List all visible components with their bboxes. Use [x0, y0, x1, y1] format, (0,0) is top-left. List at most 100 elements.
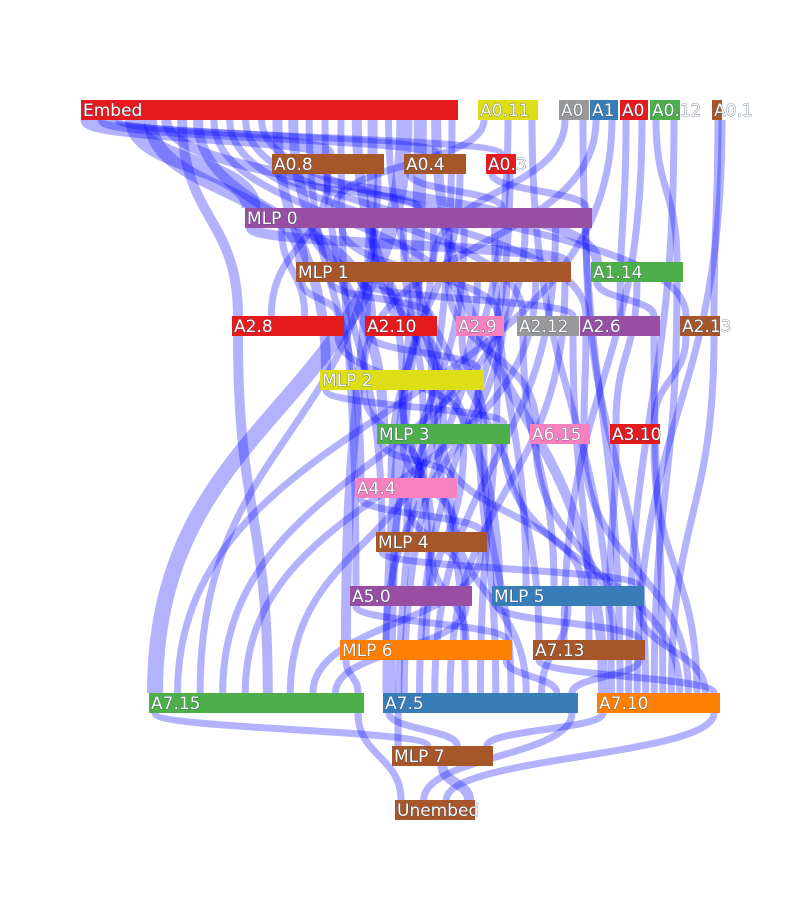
node-bar[interactable]	[340, 640, 512, 660]
node-bar[interactable]	[395, 800, 475, 820]
node-label: A1	[592, 101, 614, 121]
node-label: Embed	[83, 101, 142, 121]
node-a2_9[interactable]: A2.9	[456, 316, 504, 337]
node-label: MLP 0	[247, 209, 298, 229]
node-bar[interactable]	[350, 586, 472, 606]
node-bar[interactable]	[149, 693, 364, 713]
node-bar[interactable]	[530, 424, 590, 444]
node-a0_g[interactable]: A0	[559, 100, 589, 121]
node-a0_3[interactable]: A0.3	[486, 154, 527, 175]
link-a7_10-to-mlp7	[483, 711, 607, 748]
node-mlp1[interactable]: MLP 1	[296, 262, 571, 283]
link-embed-to-a1_14	[161, 118, 602, 264]
link-a3_10-to-mlp5	[606, 443, 620, 587]
link-a2_9-to-a7_5	[477, 335, 502, 694]
node-label: MLP 5	[494, 587, 545, 607]
node-bar[interactable]	[383, 693, 578, 713]
node-a0_1[interactable]: A0.1	[712, 100, 753, 121]
node-a0_11[interactable]: A0.11	[478, 100, 538, 121]
node-bar[interactable]	[533, 640, 645, 660]
node-mlp6[interactable]: MLP 6	[340, 640, 512, 661]
link-a0_12-to-a1_14	[652, 119, 681, 263]
link-embed-to-mlp1	[143, 119, 309, 263]
node-bar[interactable]	[296, 262, 571, 282]
node-a0_12[interactable]: A0.12	[650, 100, 702, 121]
node-bar[interactable]	[580, 316, 660, 336]
node-a7_5[interactable]: A7.5	[383, 693, 578, 714]
node-bar[interactable]	[377, 424, 510, 444]
node-bar[interactable]	[245, 208, 592, 228]
node-label: A7.15	[151, 694, 200, 714]
node-bar[interactable]	[456, 316, 504, 336]
node-a2_12[interactable]: A2.12	[517, 316, 579, 337]
node-mlp0[interactable]: MLP 0	[245, 208, 592, 229]
node-bar[interactable]	[392, 746, 493, 766]
node-mlp4[interactable]: MLP 4	[376, 532, 487, 553]
link-mlp5-to-a7_13	[494, 604, 643, 642]
node-bar[interactable]	[559, 100, 589, 120]
link-mlp0-to-a7_10	[582, 227, 650, 694]
node-bar[interactable]	[320, 370, 484, 390]
node-unembed[interactable]: Unembed	[395, 800, 480, 821]
link-embed-to-mlp0	[125, 118, 261, 210]
link-a0_r-to-a7_13	[560, 119, 646, 641]
node-mlp7[interactable]: MLP 7	[392, 746, 493, 767]
node-bar[interactable]	[680, 316, 720, 336]
node-a4_4[interactable]: A4.4	[355, 478, 457, 499]
link-mlp1-to-a2_8	[298, 281, 342, 317]
node-bar[interactable]	[272, 154, 384, 174]
node-bar[interactable]	[232, 316, 344, 336]
link-mlp0-to-mlp1	[246, 223, 570, 267]
node-a0_4[interactable]: A0.4	[404, 154, 466, 175]
node-bar[interactable]	[486, 154, 516, 174]
node-label: A7.10	[599, 694, 648, 714]
node-bar[interactable]	[517, 316, 579, 336]
node-bar[interactable]	[81, 100, 458, 120]
link-embed-to-a0_8	[80, 113, 335, 161]
node-a5_0[interactable]: A5.0	[350, 586, 472, 607]
node-a0_8[interactable]: A0.8	[272, 154, 384, 175]
node-embed[interactable]: Embed	[81, 100, 458, 121]
node-a2_6[interactable]: A2.6	[580, 316, 660, 337]
node-bar[interactable]	[355, 478, 457, 498]
node-bar[interactable]	[597, 693, 720, 713]
node-bar[interactable]	[650, 100, 680, 120]
node-bar[interactable]	[590, 100, 618, 120]
node-mlp3[interactable]: MLP 3	[377, 424, 510, 445]
link-a7_13-to-a7_10	[535, 657, 718, 696]
node-bar[interactable]	[478, 100, 538, 120]
node-a2_10[interactable]: A2.10	[365, 316, 437, 337]
node-a7_13[interactable]: A7.13	[533, 640, 645, 661]
node-a7_15[interactable]: A7.15	[149, 693, 364, 714]
node-mlp5[interactable]: MLP 5	[492, 586, 644, 607]
node-a7_10[interactable]: A7.10	[597, 693, 720, 714]
link-a1_14-to-a7_10	[650, 281, 681, 694]
node-bar[interactable]	[404, 154, 466, 174]
node-a1_14[interactable]: A1.14	[591, 262, 683, 283]
node-bar[interactable]	[492, 586, 644, 606]
node-label: MLP 6	[342, 641, 393, 661]
node-label: MLP 7	[394, 747, 445, 767]
link-mlp4-to-a7_15	[309, 551, 485, 694]
node-a1[interactable]: A1	[590, 100, 618, 121]
link-a2_6-to-a6_15	[580, 335, 590, 425]
node-bar[interactable]	[376, 532, 487, 552]
node-a3_10[interactable]: A3.10	[610, 424, 662, 445]
node-bar[interactable]	[712, 100, 722, 120]
link-embed-to-a4_4	[305, 119, 365, 479]
link-mlp2-to-mlp3	[322, 387, 508, 427]
link-mlp1-to-a6_15	[444, 281, 540, 425]
node-mlp2[interactable]: MLP 2	[320, 370, 484, 391]
node-label: A2.8	[234, 317, 273, 337]
link-mlp5-to-a7_10	[634, 605, 709, 694]
node-a2_8[interactable]: A2.8	[232, 316, 344, 337]
node-bar[interactable]	[591, 262, 683, 282]
node-a2_13[interactable]: A2.13	[680, 316, 732, 337]
node-a6_15[interactable]: A6.15	[530, 424, 590, 445]
node-a0_r[interactable]: A0	[620, 100, 648, 121]
link-embed-to-mlp5	[351, 119, 503, 587]
node-bar[interactable]	[365, 316, 437, 336]
link-a7_15-to-mlp7	[151, 709, 432, 750]
node-bar[interactable]	[620, 100, 648, 120]
node-bar[interactable]	[610, 424, 660, 444]
